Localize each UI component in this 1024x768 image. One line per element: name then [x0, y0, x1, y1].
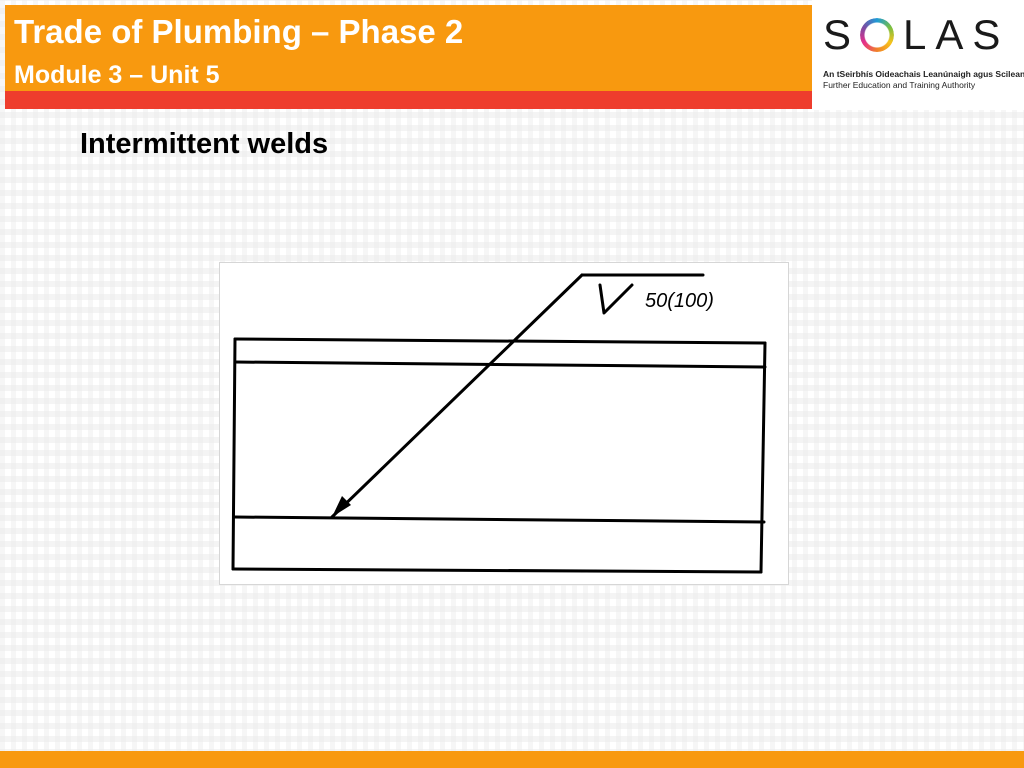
plate-inner-bottom-edge: [233, 515, 766, 524]
header-title: Trade of Plumbing – Phase 2: [14, 13, 464, 50]
logo-ring-icon: [860, 18, 895, 52]
leader-line: [330, 273, 584, 519]
footer-stripe: [0, 751, 1024, 768]
intermittent-weld-drawing: 50(100): [219, 262, 789, 585]
plate-top-edge: [233, 337, 767, 345]
header-red-stripe: [5, 91, 812, 109]
logo-letter-s: S: [823, 11, 861, 58]
plate-left-edge: [231, 337, 237, 571]
logo-tagline-english: Further Education and Training Authority: [823, 80, 976, 90]
fillet-weld-symbol: [598, 283, 634, 315]
header-subtitle: Module 3 – Unit 5: [14, 61, 220, 89]
solas-logo: [812, 0, 1024, 110]
slide-heading: Intermittent welds: [80, 128, 329, 160]
weld-drawing-svg: [231, 273, 767, 574]
weld-dimension-label: 50(100): [645, 290, 714, 312]
solas-logo-wordmark: S LAS: [823, 14, 1009, 56]
plate-inner-top-edge: [233, 360, 767, 369]
plate-bottom-edge: [231, 567, 763, 574]
header-band: [5, 5, 812, 91]
logo-tagline-irish: An tSeirbhís Oideachais Leanúnaigh agus …: [823, 69, 1024, 79]
leader-arrow-head: [332, 496, 351, 517]
plate-right-edge: [759, 341, 767, 574]
logo-letters-las: LAS: [903, 11, 1010, 58]
